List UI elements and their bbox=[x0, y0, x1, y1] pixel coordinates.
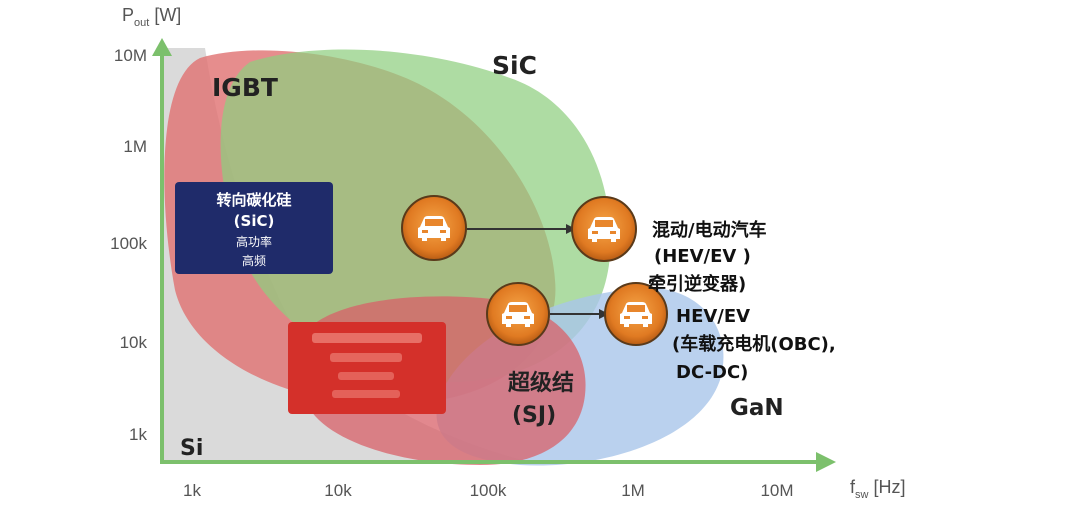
obc-line1: HEV/EV bbox=[676, 306, 750, 327]
sic-box-line3: 高功率 bbox=[236, 234, 272, 249]
car-badge-sj bbox=[486, 282, 550, 346]
traction-line2: (HEV/EV ) bbox=[654, 246, 751, 267]
obc-line3: DC-DC) bbox=[676, 362, 748, 383]
sic-shift-box: 转向碳化硅 (SiC) 高功率 高频 bbox=[175, 182, 333, 274]
igbt-label: IGBT bbox=[212, 73, 278, 102]
x-tick-1k: 1k bbox=[183, 481, 201, 500]
gan-label: GaN bbox=[730, 395, 784, 421]
sic-box-line2: (SiC) bbox=[234, 212, 275, 230]
sj-label-line1: 超级结 bbox=[508, 370, 574, 396]
y-axis-arrow bbox=[152, 38, 172, 56]
sj-label-line2: (SJ) bbox=[512, 403, 556, 428]
x-tick-10k: 10k bbox=[324, 481, 352, 500]
sic-box-line1: 转向碳化硅 bbox=[216, 191, 291, 209]
obc-line2: (车载充电机(OBC), bbox=[672, 333, 836, 355]
x-tick-10m: 10M bbox=[760, 481, 793, 500]
y-tick-1m: 1M bbox=[123, 137, 147, 156]
y-tick-10m: 10M bbox=[114, 46, 147, 65]
x-tick-1m: 1M bbox=[621, 481, 645, 500]
si-label: Si bbox=[180, 436, 203, 461]
sic-label: SiC bbox=[492, 51, 537, 80]
gan-shift-box bbox=[288, 322, 446, 414]
x-tick-100k: 100k bbox=[470, 481, 507, 500]
car-badge-sic bbox=[571, 196, 637, 262]
x-axis-title: fsw [Hz] bbox=[850, 477, 905, 501]
y-tick-100k: 100k bbox=[110, 234, 147, 253]
y-tick-1k: 1k bbox=[129, 425, 147, 444]
traction-line1: 混动/电动汽车 bbox=[652, 219, 767, 241]
x-axis-arrow bbox=[816, 452, 836, 472]
y-tick-10k: 10k bbox=[120, 333, 148, 352]
y-axis-title: Pout [W] bbox=[122, 5, 181, 29]
sic-box-line4: 高频 bbox=[242, 253, 266, 268]
traction-line3: 牵引逆变器) bbox=[648, 273, 746, 295]
car-badge-gan bbox=[604, 282, 668, 346]
car-badge-igbt bbox=[401, 195, 467, 261]
